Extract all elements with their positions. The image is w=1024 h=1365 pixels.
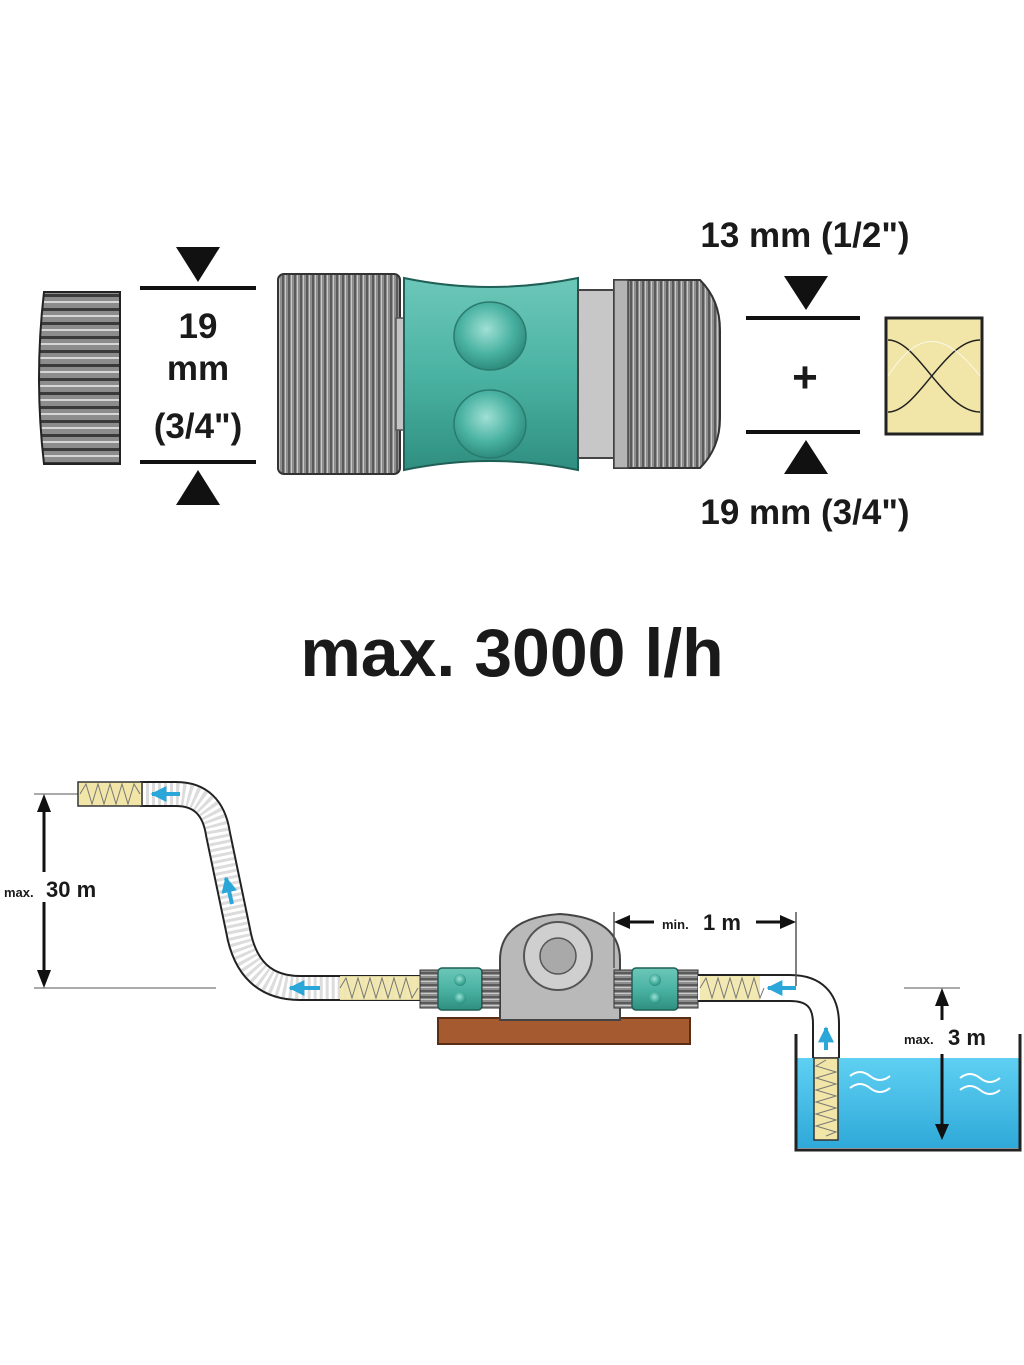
- down-arrow-icon: [784, 276, 828, 310]
- coupling-dimple-top: [453, 301, 527, 371]
- wooden-base: [437, 1017, 691, 1045]
- up-arrow-icon: [176, 470, 220, 505]
- down-arrow-icon: [37, 970, 51, 988]
- hose-size-small-label: 13 mm (1/2"): [700, 216, 909, 255]
- distance-min-value: 1 m: [703, 910, 741, 935]
- left-dimension-value: 19: [179, 307, 218, 346]
- distance-min-prefix: min.: [662, 917, 689, 932]
- left-dimension-marker: [140, 247, 256, 505]
- height-max-value: 30 m: [46, 877, 96, 902]
- connector-grip-right: [613, 279, 721, 469]
- pump-assembly: [419, 912, 699, 1045]
- hose-size-large-label: 19 mm (3/4"): [700, 493, 909, 532]
- left-dimension-inch: (3/4"): [154, 407, 243, 446]
- coupling-dimple-bottom: [453, 389, 527, 459]
- hose-cross-section: [884, 316, 984, 436]
- left-dimension-unit: mm: [167, 349, 229, 388]
- height-dimension: [2, 793, 216, 989]
- connector-coupling-body: [403, 276, 579, 472]
- discharge-hose: [77, 781, 420, 1001]
- height-max-prefix: max.: [4, 885, 34, 900]
- suction-max-prefix: max.: [904, 1032, 934, 1047]
- right-dimension-marker: [746, 276, 860, 474]
- up-arrow-icon: [935, 988, 949, 1006]
- connector-grip-left: [277, 273, 401, 475]
- water-tank: [794, 1034, 1022, 1152]
- down-arrow-icon: [935, 1124, 949, 1140]
- flow-rate-heading: max. 3000 l/h: [300, 615, 723, 691]
- suction-max-value: 3 m: [948, 1025, 986, 1050]
- quick-connector: [277, 273, 721, 475]
- up-arrow-icon: [784, 440, 828, 474]
- left-arrow-icon: [614, 915, 630, 929]
- flow-arrow-icon: [221, 876, 238, 905]
- right-arrow-icon: [780, 915, 796, 929]
- down-arrow-icon: [176, 247, 220, 282]
- threaded-tap-nozzle: [38, 291, 121, 465]
- min-distance-dimension: [613, 912, 797, 986]
- plus-sign: +: [792, 353, 818, 402]
- up-arrow-icon: [37, 794, 51, 812]
- suction-height-dimension: [904, 987, 960, 1140]
